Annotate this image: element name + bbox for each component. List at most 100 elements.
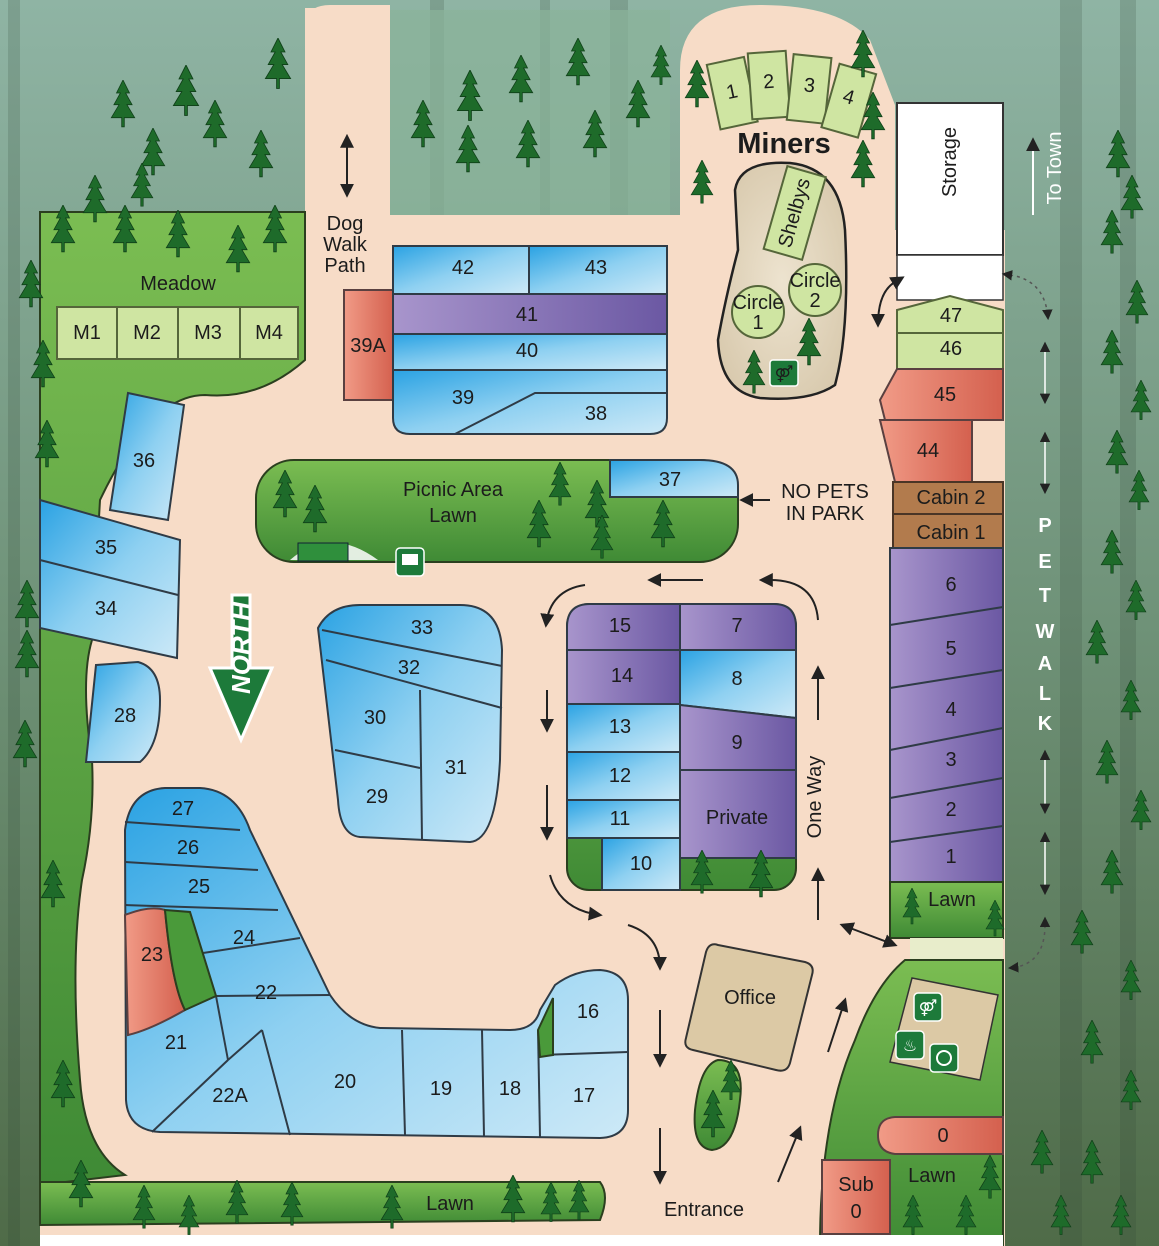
east-path-strip <box>910 938 1003 960</box>
site-13[interactable] <box>566 703 681 753</box>
site-22[interactable]: 22 <box>255 982 277 1004</box>
svg-text:9: 9 <box>731 732 742 754</box>
dog-walk-path-label: Dog Walk Path <box>323 133 368 277</box>
block-lawn-strip <box>163 908 218 1012</box>
entrance-label: Entrance <box>664 1199 744 1221</box>
one-way-label: One Way <box>804 756 826 839</box>
svg-text:10: 10 <box>630 853 652 875</box>
site-40-label: 40 <box>516 340 538 362</box>
site-m2-label: M2 <box>133 322 161 344</box>
restroom-icon: ⚤ <box>769 359 799 387</box>
circle-site-2[interactable] <box>788 263 842 317</box>
site-29[interactable]: 29 <box>366 786 388 808</box>
forest-clearing <box>390 10 670 215</box>
south-lawn-label: Lawn <box>426 1193 474 1215</box>
site-36[interactable] <box>108 391 186 522</box>
site-30[interactable]: 30 <box>364 707 386 729</box>
site-m1[interactable] <box>56 306 118 360</box>
site-m1-label: M1 <box>73 322 101 344</box>
east-lawn-label: Lawn <box>928 889 976 911</box>
site-40[interactable] <box>392 333 668 371</box>
cabin-2[interactable] <box>892 481 1004 515</box>
circle-site-1[interactable] <box>731 285 785 339</box>
site-5[interactable]: 5 <box>945 638 956 660</box>
site-3[interactable]: 3 <box>945 749 956 771</box>
miners-site-2[interactable] <box>746 49 792 121</box>
site-24[interactable]: 24 <box>233 927 255 949</box>
svg-text:Private: Private <box>706 807 768 829</box>
meadow-sites: M1 M2 M3 M4 <box>56 306 299 360</box>
miners-site-3[interactable] <box>785 52 833 125</box>
site-4[interactable]: 4 <box>945 699 956 721</box>
site-47[interactable] <box>896 294 1004 334</box>
site-25[interactable]: 25 <box>188 876 210 898</box>
facility-lawn-label: Lawn <box>908 1165 956 1187</box>
site-21[interactable]: 21 <box>165 1032 187 1054</box>
dump-station-icon <box>395 547 425 577</box>
site-34[interactable]: 34 <box>95 598 117 620</box>
site-39[interactable] <box>392 369 668 435</box>
svg-text:Picnic Area: Picnic Area <box>403 479 504 501</box>
site-6[interactable]: 6 <box>945 574 956 596</box>
site-1[interactable]: 1 <box>945 846 956 868</box>
svg-text:3: 3 <box>803 74 816 97</box>
site-10[interactable] <box>601 837 681 891</box>
cabin-1[interactable] <box>892 513 1004 549</box>
traffic-arrows <box>540 276 905 1185</box>
site-20[interactable]: 20 <box>334 1071 356 1093</box>
site-37[interactable] <box>609 459 739 498</box>
site-14[interactable] <box>566 649 681 705</box>
svg-text:Cabin 2: Cabin 2 <box>917 487 986 509</box>
svg-text:Circle: Circle <box>789 270 840 292</box>
site-42-label: 42 <box>452 257 474 279</box>
site-19[interactable]: 19 <box>430 1078 452 1100</box>
restroom-icon: ⚤ <box>913 992 943 1022</box>
site-m4-label: M4 <box>255 322 283 344</box>
site-28[interactable] <box>84 660 162 763</box>
office-building[interactable] <box>684 943 814 1072</box>
site-private[interactable] <box>679 769 797 859</box>
meadow-label: Meadow <box>140 273 216 295</box>
site-33[interactable]: 33 <box>411 617 433 639</box>
site-7[interactable] <box>679 603 797 651</box>
miners-site-4[interactable] <box>820 62 878 139</box>
site-35[interactable]: 35 <box>95 537 117 559</box>
site-41[interactable] <box>392 293 668 335</box>
svg-text:Path: Path <box>324 255 365 277</box>
svg-text:44: 44 <box>917 440 939 462</box>
svg-text:W: W <box>1036 621 1055 643</box>
site-m2[interactable] <box>116 306 179 360</box>
site-m3-label: M3 <box>194 322 222 344</box>
site-32[interactable]: 32 <box>398 657 420 679</box>
svg-text:⚤: ⚤ <box>919 999 938 1017</box>
site-26[interactable]: 26 <box>177 837 199 859</box>
site-block-16-27: 27 26 25 24 23 22 21 22A 20 19 18 16 17 <box>123 787 629 1140</box>
west-sites: 36 35 34 28 <box>39 391 186 763</box>
svg-text:2: 2 <box>809 290 820 312</box>
svg-text:K: K <box>1038 713 1053 735</box>
site-18[interactable]: 18 <box>499 1078 521 1100</box>
site-2[interactable]: 2 <box>945 799 956 821</box>
shelbys-site[interactable] <box>762 164 828 262</box>
site-sub-0[interactable] <box>821 1159 891 1235</box>
site-27[interactable]: 27 <box>172 798 194 820</box>
site-17[interactable]: 17 <box>573 1085 595 1107</box>
site-m3[interactable] <box>177 306 241 360</box>
site-43[interactable] <box>528 245 668 295</box>
site-22a[interactable]: 22A <box>212 1085 248 1107</box>
site-0[interactable] <box>876 1116 1004 1155</box>
south-lawn <box>39 1181 606 1227</box>
svg-text:Circle: Circle <box>732 292 783 314</box>
site-38-label: 38 <box>585 403 607 425</box>
site-16[interactable]: 16 <box>577 1001 599 1023</box>
site-46[interactable] <box>896 332 1004 370</box>
svg-text:⚤: ⚤ <box>775 365 794 383</box>
site-34-35[interactable] <box>39 498 182 660</box>
svg-text:0: 0 <box>937 1125 948 1147</box>
svg-text:15: 15 <box>609 615 631 637</box>
site-42[interactable] <box>392 245 530 295</box>
site-m4[interactable] <box>239 306 299 360</box>
svg-text:7: 7 <box>731 615 742 637</box>
site-31[interactable]: 31 <box>445 757 467 779</box>
